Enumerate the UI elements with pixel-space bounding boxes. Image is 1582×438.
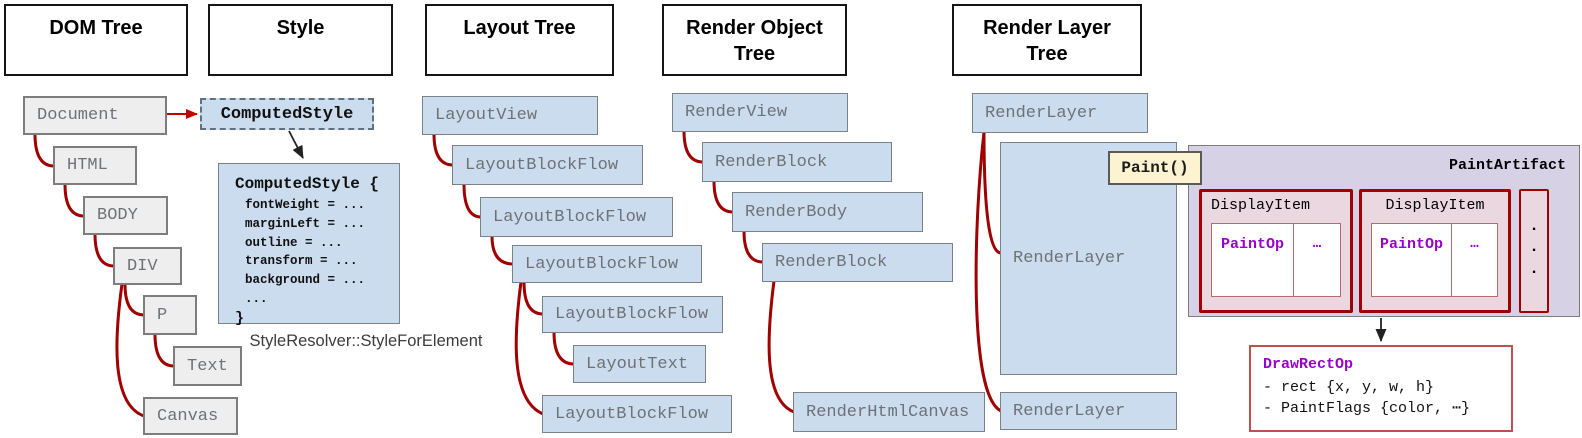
- computed-style-field: fontWeight = ...: [245, 198, 366, 212]
- header-render-object-line1: Render Object: [686, 17, 823, 39]
- display-item-1-opbox: PaintOp …: [1211, 223, 1341, 297]
- connector-html-body: [63, 182, 86, 218]
- render-object-node-block-2: RenderBlock: [762, 243, 953, 282]
- layout-node-text: LayoutText: [573, 345, 706, 383]
- arrow-computedstyle-to-block: [288, 130, 304, 159]
- computed-style-field: marginLeft = ...: [245, 216, 366, 231]
- header-layout-tree-label: Layout Tree: [463, 17, 576, 39]
- paint-call-label: Paint(): [1108, 151, 1202, 185]
- connector-div-p: [123, 282, 146, 317]
- layout-node-blockflow-4: LayoutBlockFlow: [542, 296, 723, 333]
- computed-style-field: outline = ...: [245, 235, 343, 250]
- paint-artifact-box: PaintArtifact DisplayItem PaintOp … Disp…: [1188, 145, 1580, 317]
- display-item-2-opbox: PaintOp …: [1371, 223, 1498, 297]
- connector-p-text: [153, 332, 176, 368]
- connector-document-html: [33, 132, 56, 168]
- paint-op-2-ellipsis: …: [1470, 236, 1479, 252]
- render-layer-node-top: RenderLayer: [972, 93, 1148, 133]
- header-style: Style: [208, 4, 393, 76]
- computed-style-field: background = ...: [245, 273, 366, 287]
- render-object-node-htmlcanvas: RenderHtmlCanvas: [793, 392, 985, 432]
- render-object-node-view: RenderView: [672, 93, 848, 132]
- dom-node-p: P: [143, 295, 197, 335]
- connector-body-div: [93, 232, 116, 268]
- paint-op-1: PaintOp: [1212, 224, 1294, 296]
- layout-node-blockflow-2: LayoutBlockFlow: [480, 197, 673, 237]
- connector-renderlayer-bottom: [974, 130, 1003, 413]
- dom-node-document: Document: [23, 96, 167, 135]
- render-object-node-body: RenderBody: [732, 192, 923, 232]
- connector-renderlayer-big: [982, 130, 1003, 255]
- dom-node-body: BODY: [83, 196, 168, 235]
- display-item-overflow-box: · · ·: [1519, 189, 1549, 313]
- dom-node-canvas: Canvas: [143, 397, 238, 435]
- connector-renderhtmlcanvas: [767, 279, 796, 414]
- connector-renderblock: [712, 179, 735, 214]
- connector-layout-2: [490, 234, 515, 266]
- header-style-label: Style: [276, 17, 325, 39]
- paint-artifact-label: PaintArtifact: [1448, 157, 1566, 174]
- connector-layout-3: [522, 280, 545, 316]
- red-tree-connectors: [33, 129, 1003, 418]
- layout-node-blockflow-3: LayoutBlockFlow: [512, 245, 702, 283]
- header-render-object-tree: Render Object Tree: [662, 4, 847, 76]
- layout-node-view: LayoutView: [422, 96, 598, 135]
- header-dom-tree-label: DOM Tree: [49, 17, 143, 39]
- draw-rect-op-box: DrawRectOp - rect {x, y, w, h} - PaintFl…: [1249, 345, 1513, 432]
- dom-node-html: HTML: [53, 146, 137, 185]
- paint-op-1-ellipsis: …: [1312, 236, 1322, 252]
- computed-style-block-title: ComputedStyle {: [235, 175, 380, 193]
- connector-layoutview: [432, 132, 455, 167]
- computed-style-field: ...: [245, 291, 268, 306]
- header-layout-tree: Layout Tree: [425, 4, 614, 76]
- header-render-layer-line2: Tree: [1026, 43, 1068, 65]
- display-item-2: DisplayItem PaintOp …: [1359, 189, 1511, 313]
- computed-style-field: transform = ...: [245, 254, 358, 269]
- draw-rect-op-line-rect: - rect {x, y, w, h}: [1263, 379, 1435, 396]
- display-item-1: DisplayItem PaintOp …: [1199, 189, 1353, 313]
- computed-style-block: ComputedStyle { fontWeight = ... marginL…: [218, 163, 400, 327]
- display-item-1-label: DisplayItem: [1211, 197, 1311, 214]
- display-item-overflow-dots: · · ·: [1529, 219, 1539, 281]
- computed-style-block-close: }: [235, 309, 245, 327]
- paint-op-2: PaintOp: [1372, 224, 1452, 296]
- display-item-2-label: DisplayItem: [1385, 197, 1485, 214]
- layout-node-blockflow-5: LayoutBlockFlow: [542, 395, 732, 433]
- connector-div-canvas: [115, 282, 146, 418]
- header-render-layer-tree: Render Layer Tree: [952, 4, 1142, 76]
- layout-node-blockflow-1: LayoutBlockFlow: [452, 145, 643, 185]
- draw-rect-op-line-paintflags: - PaintFlags {color, ⋯}: [1263, 400, 1471, 417]
- header-render-object-line2: Tree: [733, 43, 776, 65]
- computed-style-ref-box: ComputedStyle: [200, 98, 374, 130]
- dom-node-text: Text: [173, 346, 242, 386]
- header-render-layer-line1: Render Layer: [983, 17, 1111, 39]
- connector-layout-canvas: [514, 280, 545, 416]
- connector-layout-1: [462, 182, 483, 219]
- connector-layout-text: [552, 330, 576, 366]
- connector-renderbody: [742, 229, 765, 264]
- connector-renderview: [682, 129, 705, 164]
- render-layer-node-bottom: RenderLayer: [1000, 392, 1177, 430]
- draw-rect-op-title: DrawRectOp: [1263, 356, 1354, 373]
- header-dom-tree: DOM Tree: [4, 4, 188, 76]
- style-resolver-caption: StyleResolver::StyleForElement: [249, 332, 483, 350]
- dom-node-div: DIV: [113, 247, 182, 285]
- render-object-node-block-1: RenderBlock: [702, 142, 892, 182]
